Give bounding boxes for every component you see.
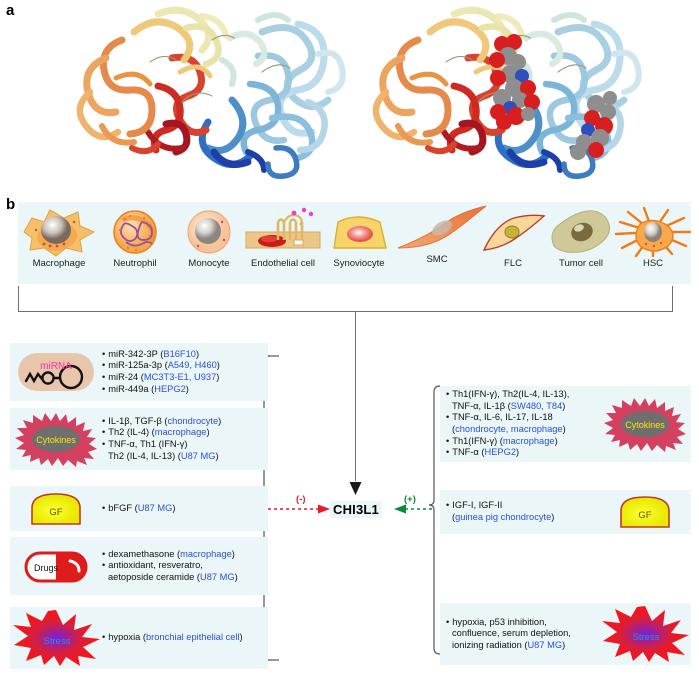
ligand-spheres-peripheral: [570, 91, 617, 160]
drugs-icon: Drugs: [10, 537, 102, 595]
mirna-icon: miRNA: [10, 343, 102, 401]
endothelial-cell-icon: [240, 206, 326, 258]
cell-label: Monocyte: [188, 258, 230, 269]
macrophage-cell-icon: [16, 206, 102, 258]
stress-icon: Stress: [599, 603, 691, 665]
cytokines-icon-text: Cytokines: [625, 420, 665, 430]
cell-macrophage: Macrophage: [16, 206, 102, 269]
mirna-text-list: miR-342-3P (B16F10)miR-125a-3p (A549, H4…: [102, 349, 268, 395]
gf-icon-text: GF: [49, 507, 62, 518]
negative-sign-label: (-): [296, 494, 306, 505]
positive-sign-label: (+): [404, 494, 416, 505]
panel-b-letter: b: [6, 196, 16, 213]
row-negative-stress: Stress hypoxia (bronchial epithelial cel…: [10, 607, 268, 669]
down-arrow-head: [349, 482, 362, 495]
cell-tumor: Tumor cell: [538, 206, 624, 269]
connector-right-riser: [672, 286, 673, 312]
smc-cell-icon: [394, 202, 487, 254]
hsc-cell-icon: [610, 206, 696, 258]
cell-label: HSC: [642, 258, 664, 269]
negative-arrow-head: [318, 504, 330, 514]
chi3l1-apo-ribbon: [62, 2, 352, 187]
tumor-cell-icon: [538, 206, 624, 258]
drugs-icon-text: Drugs: [34, 563, 59, 573]
row-negative-mirna: miRNA miR-342-3P (B16F10)miR-125a-3p (A5…: [10, 343, 268, 401]
right-bracket: [428, 385, 441, 655]
cell-label: Synoviocyte: [333, 258, 385, 269]
ligand-spheres-center: [489, 34, 540, 130]
cell-label: Tumor cell: [559, 258, 603, 269]
chi3l1-ligand-ribbon: [352, 2, 652, 187]
cytokines-positive-text-list: Th1(IFN-γ), Th2(IL-4, IL-13),TNF-α, IL-1…: [440, 389, 599, 459]
cytokines-icon-text: Cytokines: [36, 435, 76, 445]
gf-icon: GF: [599, 490, 691, 534]
cell-label: Endothelial cell: [251, 258, 315, 269]
mirna-icon-text: miRNA: [40, 361, 72, 372]
cell-hsc: HSC: [610, 206, 696, 269]
connector-center-drop: [355, 311, 356, 481]
cell-label: SMC: [426, 254, 448, 265]
synoviocyte-cell-icon: [316, 206, 402, 258]
row-positive-stress: hypoxia, p53 inhibition,confluence, seru…: [440, 603, 691, 665]
chi3l1-node: CHI3L1: [330, 501, 382, 518]
cell-label: FLC: [504, 258, 522, 269]
positive-arrow-head: [394, 504, 406, 514]
monocyte-cell-icon: [166, 206, 252, 258]
cell-endothelial: Endothelial cell: [240, 206, 326, 269]
stress-negative-text-list: hypoxia (bronchial epithelial cell): [102, 632, 268, 644]
stress-positive-text-list: hypoxia, p53 inhibition,confluence, seru…: [440, 617, 599, 652]
cell-smc: SMC: [394, 202, 487, 265]
cytokines-icon: Cytokines: [599, 386, 691, 462]
row-negative-gf: GF bFGF (U87 MG): [10, 486, 268, 531]
stress-icon-text: Stress: [44, 636, 71, 647]
gf-icon-text: GF: [638, 510, 651, 521]
connector-top-horizontal: [18, 311, 673, 312]
stress-icon-text: Stress: [633, 632, 660, 643]
panel-a-letter: a: [6, 2, 15, 19]
cytokines-icon: Cytokines: [10, 408, 102, 470]
cell-flc: FLC: [470, 206, 556, 269]
connector-left-riser: [18, 286, 19, 312]
cell-type-strip: Macrophage: [16, 202, 692, 284]
row-positive-cytokines: Th1(IFN-γ), Th2(IL-4, IL-13),TNF-α, IL-1…: [440, 386, 691, 462]
row-negative-cytokines: Cytokines IL-1β, TGF-β (chondrocyte)Th2 …: [10, 408, 268, 470]
cytokines-negative-text-list: IL-1β, TGF-β (chondrocyte)Th2 (IL-4) (ma…: [102, 416, 268, 462]
row-positive-gf: IGF-I, IGF-II(guinea pig chondrocyte) GF: [440, 490, 691, 534]
cell-label: Neutrophil: [113, 258, 157, 269]
cell-synoviocyte: Synoviocyte: [316, 206, 402, 269]
neutrophil-cell-icon: [92, 206, 178, 258]
gf-icon: GF: [10, 486, 102, 531]
gf-positive-text-list: IGF-I, IGF-II(guinea pig chondrocyte): [440, 500, 599, 523]
left-bracket-stubs: [268, 355, 279, 661]
gf-negative-text-list: bFGF (U87 MG): [102, 503, 268, 515]
drugs-text-list: dexamethasone (macrophage)antioxidant, r…: [102, 549, 268, 584]
cell-neutrophil: Neutrophil: [92, 206, 178, 269]
flc-cell-icon: [470, 206, 556, 258]
stress-icon: Stress: [10, 607, 102, 669]
cell-monocyte: Monocyte: [166, 206, 252, 269]
cell-label: Macrophage: [32, 258, 86, 269]
row-negative-drugs: Drugs dexamethasone (macrophage)antioxid…: [10, 537, 268, 595]
